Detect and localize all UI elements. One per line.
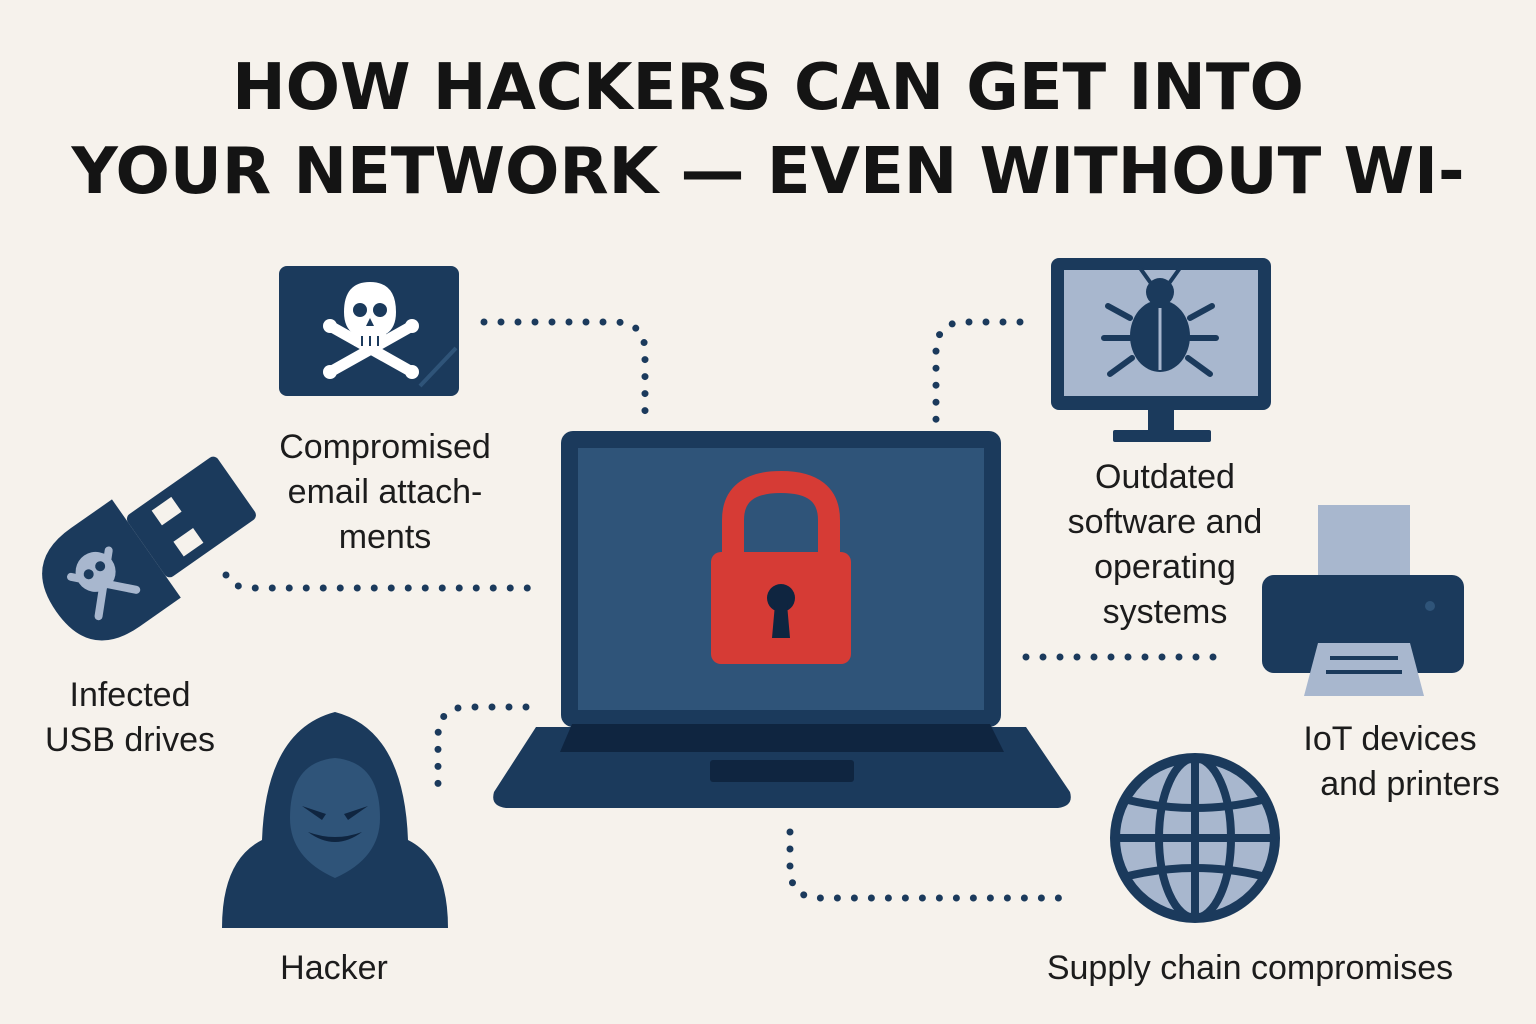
supply-chain-label: Supply chain compromises [1000,946,1500,991]
printer-icon [1262,505,1464,696]
outdated-label-line-3: operating [1094,548,1236,586]
connector-supply [786,828,1079,902]
page-title-line-2: YOUR NETWORK — EVEN WITHOUT WI- [71,135,1465,209]
usb-label-line-1: Infected [69,676,191,714]
page-title-line-1: HOW HACKERS CAN GET INTO [232,51,1304,125]
bug-monitor-icon [1051,258,1271,442]
outdated-label-line-1: Outdated [1095,458,1235,496]
hacker-label: Hacker [254,946,414,991]
connector-usb [222,571,544,592]
usb-drive-icon [42,456,256,641]
supply-label-line-1: Supply chain compromises [1046,949,1454,987]
skull-crossbones-icon [279,266,459,396]
iot-label-line-2: and printers [1320,765,1500,803]
outdated-label-line-2: software and [1067,503,1263,541]
hacker-label-line-1: Hacker [280,949,388,987]
outdated-software-label: Outdated software and operating systems [1030,455,1300,635]
laptop-padlock-icon [493,431,1071,808]
globe-icon [1110,753,1280,923]
usb-drives-label: Infected USB drives [20,673,240,763]
email-attachments-label: Compromised email attach- ments [240,425,530,560]
hooded-hacker-icon [222,712,448,928]
usb-label-line-2: USB drives [44,721,216,759]
connector-email [480,318,649,424]
email-label-line-2: email attach- [287,473,483,511]
connector-outdated [932,318,1024,424]
email-label-line-1: Compromised [279,428,491,466]
iot-label-line-1: IoT devices [1303,720,1477,758]
connector-hacker [434,703,530,804]
email-label-line-3: ments [338,518,432,556]
outdated-label-line-4: systems [1102,593,1228,631]
iot-devices-label: IoT devices and printers [1270,717,1510,807]
